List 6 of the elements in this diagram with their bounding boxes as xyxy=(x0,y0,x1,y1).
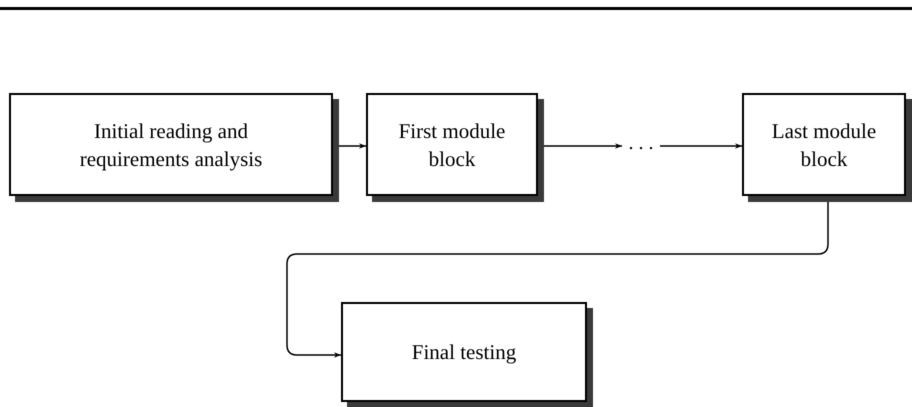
arrow xyxy=(660,143,742,149)
box-label: Final testing xyxy=(412,339,516,366)
box-label: Initial reading and requirements analysis xyxy=(78,118,264,172)
box-label: First module block xyxy=(398,118,506,172)
box-label: Last module block xyxy=(770,118,878,172)
ellipsis-text: . . . xyxy=(624,130,658,156)
